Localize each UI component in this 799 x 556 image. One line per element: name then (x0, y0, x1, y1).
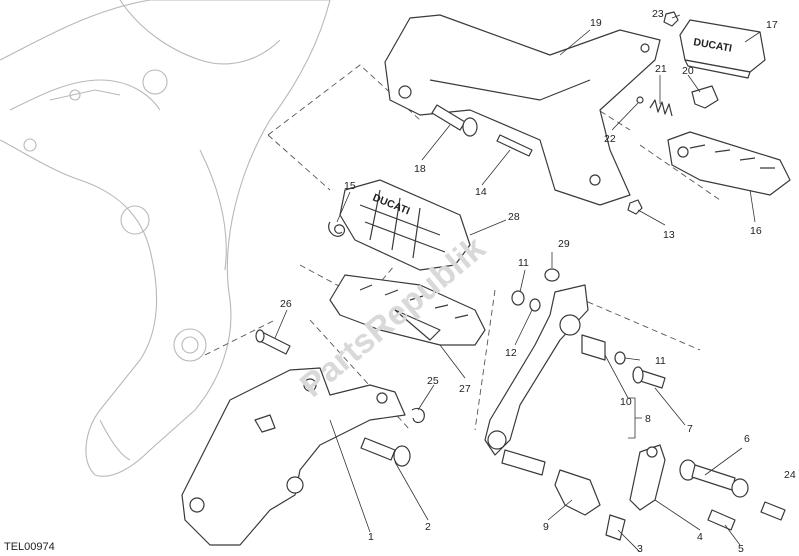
gear-shift-lever-9 (484, 284, 589, 476)
front-footpeg-bracket-1 (181, 367, 406, 546)
nut-23 (663, 11, 679, 27)
callout-23: 23 (652, 8, 664, 20)
callout-22: 22 (604, 133, 616, 145)
callout-28: 28 (508, 211, 520, 223)
bolt-24 (760, 501, 786, 521)
clip-20 (691, 85, 719, 109)
callout-25: 25 (427, 375, 439, 387)
callout-14: 14 (475, 186, 487, 198)
reference-code: TEL00974 (4, 541, 55, 553)
callout-2: 2 (425, 521, 431, 533)
callout-6: 6 (744, 433, 750, 445)
callout-5: 5 (738, 543, 744, 555)
rear-footpeg-bracket-19 (384, 14, 661, 206)
group-bracket-8 (628, 397, 642, 439)
callout-24: 24 (784, 469, 796, 481)
callout-16: 16 (750, 225, 762, 237)
callout-11-top: 11 (518, 257, 529, 269)
callout-17: 17 (766, 19, 778, 31)
bolt-18 (431, 104, 478, 137)
callout-18: 18 (414, 163, 426, 175)
front-footpeg-27 (329, 274, 486, 346)
spring-21 (649, 99, 673, 117)
pin-26 (255, 329, 291, 355)
bushing-29 (544, 268, 560, 282)
front-footpeg-rubber-28: DUCATI (339, 179, 471, 271)
pin-14 (496, 134, 533, 157)
callout-26: 26 (280, 298, 292, 310)
callout-1: 1 (368, 531, 374, 543)
pivot-bolt-7 (632, 366, 666, 389)
callout-29: 29 (558, 238, 570, 250)
clip-25 (411, 407, 425, 424)
callout-3: 3 (637, 543, 643, 555)
callout-21: 21 (655, 63, 667, 75)
callout-4: 4 (697, 531, 703, 543)
nut-13 (627, 199, 643, 215)
rod-end-6 (679, 459, 749, 498)
callout-9: 9 (543, 521, 549, 533)
callout-27: 27 (459, 383, 471, 395)
pin-22 (636, 96, 644, 104)
callout-13: 13 (663, 229, 675, 241)
callout-20: 20 (682, 65, 694, 77)
callout-12: 12 (505, 347, 517, 359)
shift-rubber-9 (554, 469, 601, 516)
callout-15: 15 (344, 180, 356, 192)
washers-11-12 (511, 290, 626, 365)
leader-lines (274, 14, 761, 553)
bolt-2 (360, 437, 411, 467)
callout-8: 8 (645, 413, 651, 425)
callout-labels: 1 2 3 4 5 6 7 8 9 10 11 11 12 13 14 15 1… (280, 8, 796, 555)
bolt-5 (707, 509, 736, 531)
shift-link-4 (629, 444, 666, 511)
callout-11-right: 11 (655, 355, 666, 367)
callout-7: 7 (687, 423, 693, 435)
bushing-10 (581, 334, 606, 361)
rear-footpeg-16 (667, 131, 791, 196)
callout-10: 10 (620, 396, 632, 408)
callout-19: 19 (590, 17, 602, 29)
frame-outline (0, 0, 331, 477)
bolt-3 (605, 514, 626, 541)
spring-15 (328, 221, 346, 237)
